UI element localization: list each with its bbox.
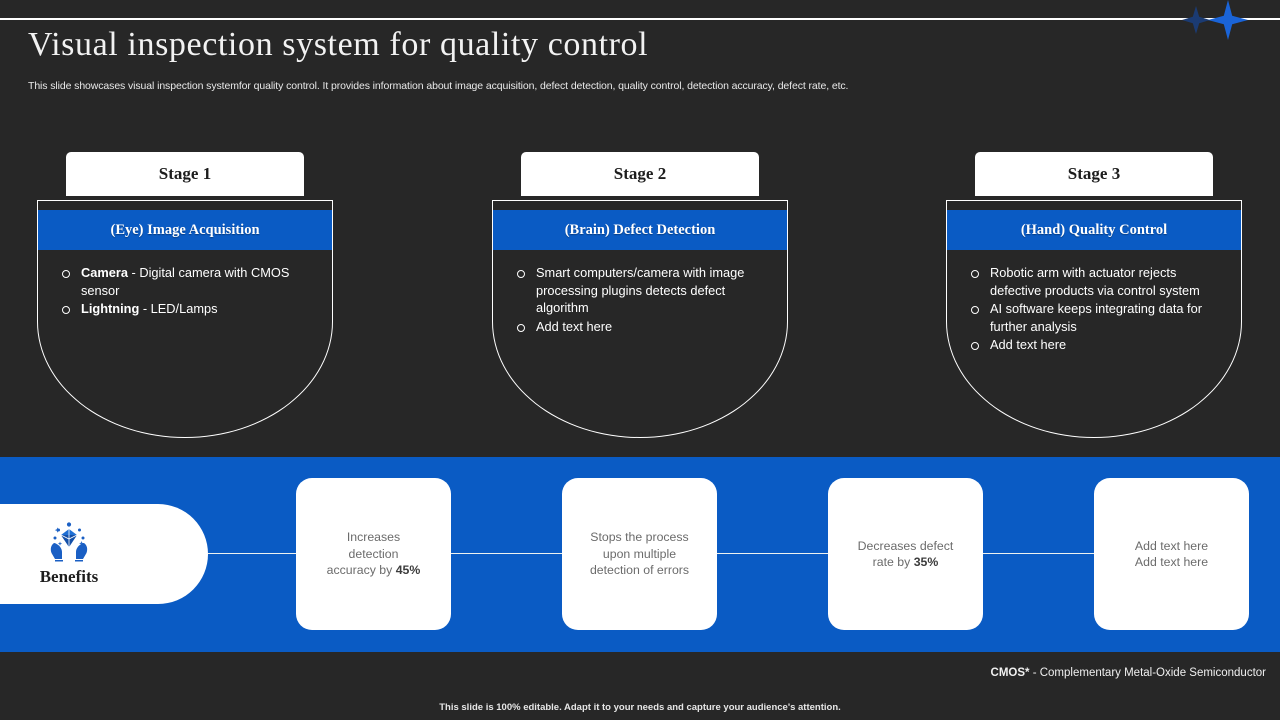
stage-list-2: Smart computers/camera with image proces… bbox=[493, 250, 787, 335]
benefit-line: upon multiple bbox=[602, 546, 677, 561]
stage-header-label-2: (Brain) Defect Detection bbox=[564, 221, 716, 238]
stage-header-1: (Eye) Image Acquisition bbox=[38, 210, 332, 250]
benefit-card-3[interactable]: Decreases defect rate by 35% bbox=[828, 478, 983, 630]
stage-body-3: (Hand) Quality Control Robotic arm with … bbox=[946, 200, 1242, 438]
connector-line-1 bbox=[208, 553, 296, 554]
stage-tab-3[interactable]: Stage 3 bbox=[975, 152, 1213, 196]
benefit-highlight: 45% bbox=[395, 563, 421, 578]
benefit-card-4[interactable]: Add text here Add text here bbox=[1094, 478, 1249, 630]
list-item: Robotic arm with actuator rejects defect… bbox=[969, 264, 1225, 299]
stage-header-label-1: (Eye) Image Acquisition bbox=[110, 221, 260, 238]
benefit-line: Decreases defect bbox=[857, 538, 954, 553]
stages-container: Stage 1 (Eye) Image Acquisition Camera -… bbox=[0, 152, 1280, 442]
benefit-card-text-4: Add text here Add text here bbox=[1135, 538, 1208, 571]
list-item-text: Smart computers/camera with image proces… bbox=[536, 265, 745, 315]
benefits-pill: Benefits bbox=[0, 504, 208, 604]
stage-list-3: Robotic arm with actuator rejects defect… bbox=[947, 250, 1241, 354]
list-item: Add text here bbox=[515, 318, 771, 336]
stage-header-label-3: (Hand) Quality Control bbox=[1020, 221, 1168, 238]
benefit-card-1[interactable]: Increases detection accuracy by 45% bbox=[296, 478, 451, 630]
stage-body-1: (Eye) Image Acquisition Camera - Digital… bbox=[37, 200, 333, 438]
list-item: Lightning - LED/Lamps bbox=[60, 300, 316, 318]
list-item-bold: Lightning bbox=[81, 301, 140, 316]
footnote-abbr: CMOS* bbox=[990, 667, 1030, 679]
benefit-line: rate by bbox=[872, 555, 914, 569]
list-item-text: AI software keeps integrating data for f… bbox=[990, 301, 1202, 334]
benefit-card-text-1: Increases detection accuracy by 45% bbox=[327, 529, 421, 579]
list-item: AI software keeps integrating data for f… bbox=[969, 300, 1225, 335]
benefit-line: Add text here bbox=[1134, 538, 1209, 553]
stage-list-1: Camera - Digital camera with CMOS sensor… bbox=[38, 250, 332, 318]
benefit-card-2[interactable]: Stops the process upon multiple detectio… bbox=[562, 478, 717, 630]
connector-line-3 bbox=[715, 553, 831, 554]
editable-note: This slide is 100% editable. Adapt it to… bbox=[439, 702, 841, 713]
stage-body-2: (Brain) Defect Detection Smart computers… bbox=[492, 200, 788, 438]
benefit-line: Stops the process bbox=[590, 530, 689, 545]
connector-line-2 bbox=[449, 553, 565, 554]
list-item-text: - Digital camera with CMOS sensor bbox=[81, 265, 290, 298]
benefit-line: Increases bbox=[346, 530, 401, 545]
benefits-band: Benefits Increases detection accuracy by… bbox=[0, 457, 1280, 652]
stage-tab-label-3: Stage 3 bbox=[1067, 164, 1121, 183]
list-item-bold: Camera bbox=[81, 265, 128, 280]
list-item-text: Add text here bbox=[536, 318, 613, 334]
list-item-text: Add text here bbox=[990, 337, 1067, 352]
benefit-line: detection bbox=[348, 546, 399, 561]
sparkle-star-icon-small bbox=[1182, 6, 1210, 34]
benefit-card-text-2: Stops the process upon multiple detectio… bbox=[590, 529, 689, 579]
stage-header-3: (Hand) Quality Control bbox=[947, 210, 1241, 250]
stage-tab-label-2: Stage 2 bbox=[613, 164, 667, 183]
benefit-card-text-3: Decreases defect rate by 35% bbox=[858, 538, 954, 571]
benefit-line: accuracy by bbox=[326, 563, 396, 578]
list-item: Add text here bbox=[969, 336, 1225, 354]
footnote-expansion: - Complementary Metal-Oxide Semiconducto… bbox=[1029, 667, 1266, 679]
footnote-abbreviation: CMOS* - Complementary Metal-Oxide Semico… bbox=[991, 667, 1266, 679]
sparkle-star-icon-large bbox=[1208, 0, 1248, 40]
connector-line-4 bbox=[981, 553, 1097, 554]
list-item-text: Robotic arm with actuator rejects defect… bbox=[990, 265, 1200, 298]
header-divider bbox=[0, 18, 1280, 20]
sparkle-decoration bbox=[1166, 0, 1262, 40]
list-item: Camera - Digital camera with CMOS sensor bbox=[60, 264, 316, 299]
stage-tab-label-1: Stage 1 bbox=[158, 164, 212, 183]
stage-tab-2[interactable]: Stage 2 bbox=[521, 152, 759, 196]
stage-header-2: (Brain) Defect Detection bbox=[493, 210, 787, 250]
page-title: Visual inspection system for quality con… bbox=[28, 26, 649, 63]
benefit-highlight: 35% bbox=[913, 555, 939, 569]
page-subtitle: This slide showcases visual inspection s… bbox=[28, 80, 849, 92]
list-item: Smart computers/camera with image proces… bbox=[515, 264, 771, 317]
list-item-text: - LED/Lamps bbox=[139, 301, 218, 316]
benefit-line: detection of errors bbox=[589, 563, 690, 578]
stage-tab-1[interactable]: Stage 1 bbox=[66, 152, 304, 196]
diamond-in-hands-icon bbox=[50, 522, 88, 562]
benefit-line: Add text here bbox=[1134, 555, 1209, 569]
benefits-label: Benefits bbox=[39, 567, 99, 586]
